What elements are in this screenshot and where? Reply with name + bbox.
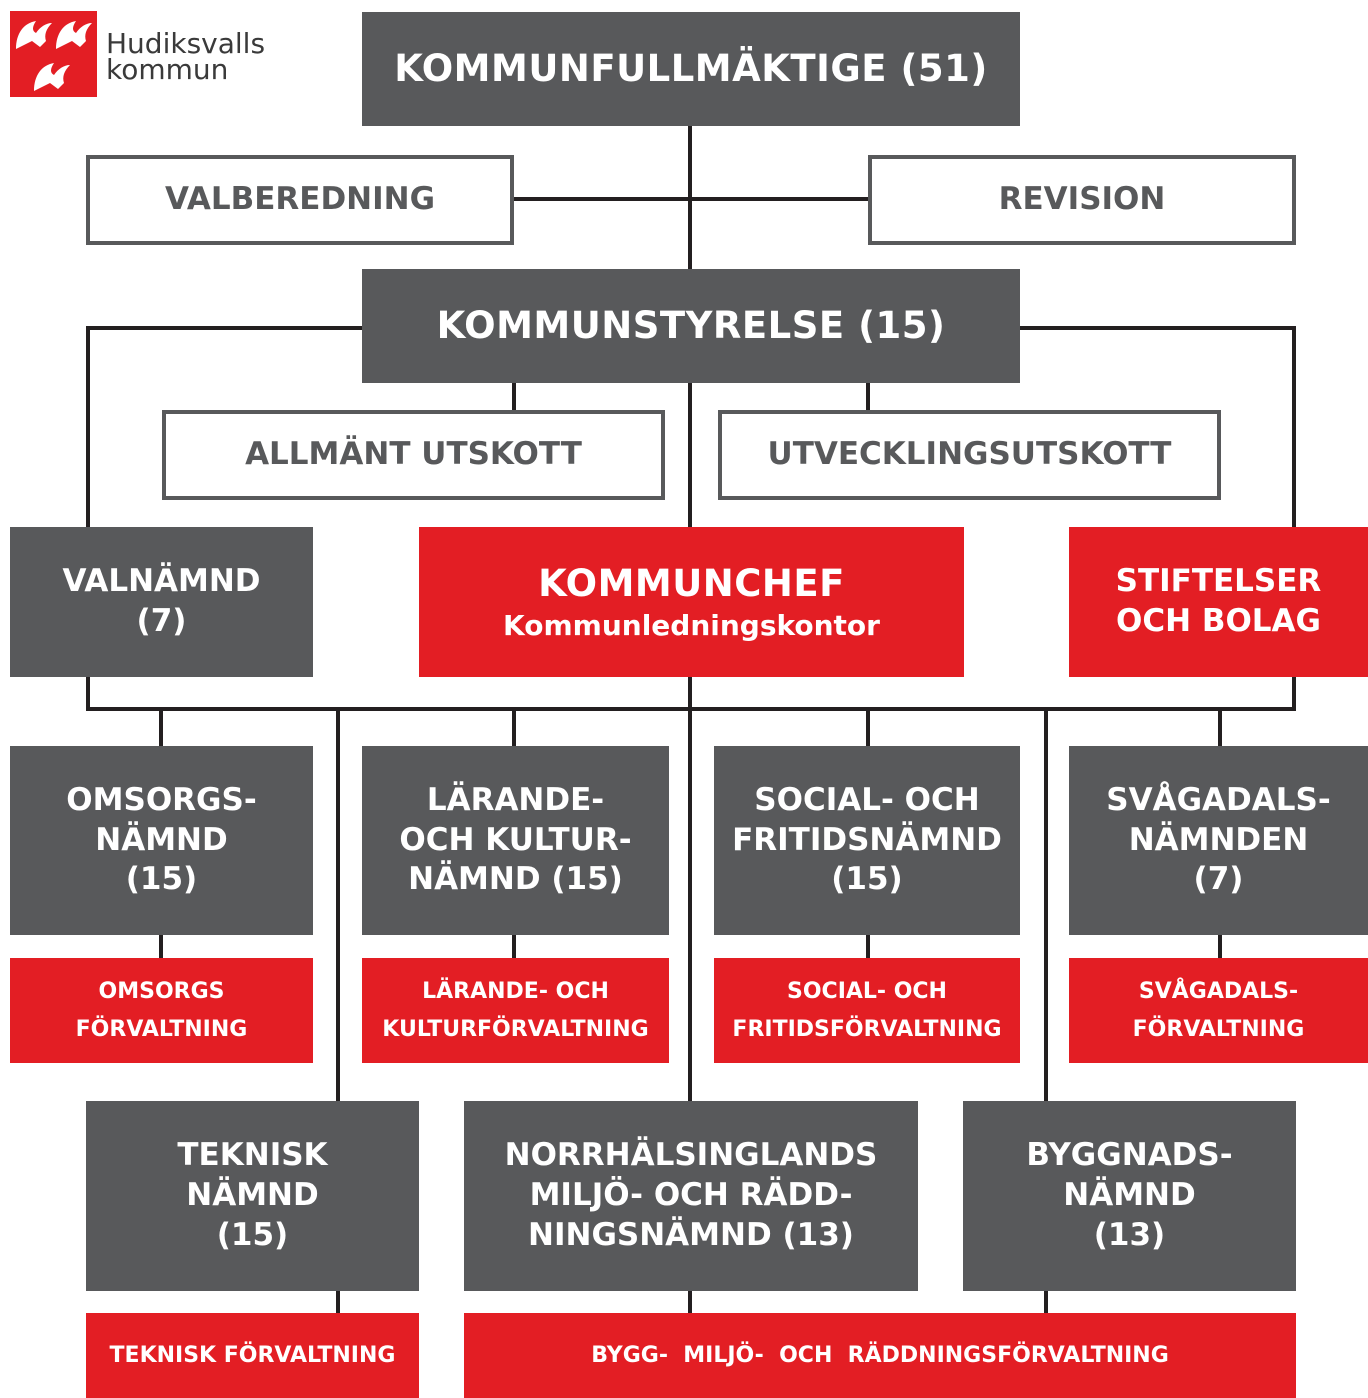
larande-forv-line-1: LÄRANDE- OCH <box>422 979 609 1005</box>
omsorg-forv-line-1: OMSORGS <box>98 979 225 1005</box>
allmant-utskott-box: ALLMÄNT UTSKOTT <box>162 410 665 500</box>
byggnad-line-1: BYGGNADS- <box>1026 1137 1233 1174</box>
svagadal-forv-line-1: SVÅGADALS- <box>1138 979 1299 1005</box>
social-line-2: FRITIDSNÄMND <box>732 821 1002 858</box>
allmant-utskott-label: ALLMÄNT UTSKOTT <box>245 436 582 473</box>
social-fritid-namnd-box: SOCIAL- OCH FRITIDSNÄMND (15) <box>714 746 1020 935</box>
teknisk-namnd-box: TEKNISK NÄMND (15) <box>86 1101 419 1291</box>
social-line-1: SOCIAL- OCH <box>754 781 980 818</box>
utvecklingsutskott-label: UTVECKLINGSUTSKOTT <box>767 436 1172 473</box>
omsorgsforvaltning-box: OMSORGS FÖRVALTNING <box>10 958 313 1063</box>
kommunchef-title: KOMMUNCHEF <box>538 562 845 606</box>
svagadal-forv-line-2: FÖRVALTNING <box>1132 1016 1305 1042</box>
kommunstyrelse-label: KOMMUNSTYRELSE (15) <box>436 304 946 348</box>
omsorgsnamnd-line-3: (15) <box>125 861 198 898</box>
larande-line-1: LÄRANDE- <box>426 781 605 818</box>
svagadalsnamnd-box: SVÅGADALS- NÄMNDEN (7) <box>1069 746 1368 935</box>
omsorgsnamnd-line-1: OMSORGS- <box>66 781 257 818</box>
social-forv-line-1: SOCIAL- OCH <box>787 979 947 1005</box>
teknisk-line-2: NÄMND <box>186 1177 319 1214</box>
goat-heads-icon <box>16 21 92 91</box>
social-line-3: (15) <box>831 861 903 898</box>
svagadal-line-3: (7) <box>1193 861 1244 898</box>
stiftelser-line-2: OCH BOLAG <box>1115 603 1321 639</box>
stiftelser-box: STIFTELSER OCH BOLAG <box>1069 527 1368 677</box>
valberedning-label: VALBEREDNING <box>164 181 436 218</box>
byggnad-line-3: (13) <box>1093 1216 1166 1253</box>
teknisk-line-3: (15) <box>216 1216 289 1253</box>
kommunchef-box: KOMMUNCHEF Kommunledningskontor <box>419 527 964 677</box>
larande-kultur-namnd-box: LÄRANDE- OCH KULTUR- NÄMND (15) <box>362 746 669 935</box>
larande-line-2: OCH KULTUR- <box>399 821 632 858</box>
svagadalsforvaltning-box: SVÅGADALS- FÖRVALTNING <box>1069 958 1368 1063</box>
kommunchef-subtitle: Kommunledningskontor <box>503 608 880 642</box>
omsorgsnamnd-box: OMSORGS- NÄMND (15) <box>10 746 313 935</box>
byggnadsnamnd-box: BYGGNADS- NÄMND (13) <box>963 1101 1296 1291</box>
valnamnd-line-1: VALNÄMND <box>62 563 261 600</box>
larande-line-3: NÄMND (15) <box>408 861 623 898</box>
valberedning-box: VALBEREDNING <box>86 155 514 245</box>
revision-label: REVISION <box>998 181 1166 218</box>
valnamnd-box: VALNÄMND (7) <box>10 527 313 677</box>
norrhals-line-2: MILJÖ- OCH RÄDD- <box>529 1177 853 1214</box>
norrhals-line-3: NINGSNÄMND (13) <box>528 1216 854 1253</box>
teknisk-forvaltning-box: TEKNISK FÖRVALTNING <box>86 1313 419 1398</box>
logo-line-1: Hudiksvalls <box>106 27 266 60</box>
svagadal-line-2: NÄMNDEN <box>1128 821 1309 858</box>
bygg-miljo-raddningsforvaltning-box: BYGG- MILJÖ- OCH RÄDDNINGSFÖRVALTNING <box>464 1313 1296 1398</box>
omsorgsnamnd-line-2: NÄMND <box>95 821 228 858</box>
revision-box: REVISION <box>868 155 1296 245</box>
hudiksvall-logo <box>10 11 97 97</box>
norrhalsinglands-namnd-box: NORRHÄLSINGLANDS MILJÖ- OCH RÄDD- NINGSN… <box>464 1101 918 1291</box>
larande-forv-line-2: KULTURFÖRVALTNING <box>382 1016 649 1042</box>
omsorg-forv-line-2: FÖRVALTNING <box>75 1016 248 1042</box>
social-forv-line-2: FRITIDSFÖRVALTNING <box>732 1016 1002 1042</box>
logo-line-2: kommun <box>106 53 229 86</box>
norrhals-line-1: NORRHÄLSINGLANDS <box>504 1137 878 1174</box>
social-fritidsforvaltning-box: SOCIAL- OCH FRITIDSFÖRVALTNING <box>714 958 1020 1063</box>
teknisk-forv-label: TEKNISK FÖRVALTNING <box>109 1342 396 1368</box>
kommunstyrelse-box: KOMMUNSTYRELSE (15) <box>362 269 1020 383</box>
teknisk-line-1: TEKNISK <box>177 1137 328 1174</box>
utvecklingsutskott-box: UTVECKLINGSUTSKOTT <box>718 410 1221 500</box>
svagadal-line-1: SVÅGADALS- <box>1106 781 1331 818</box>
bygg-forv-label: BYGG- MILJÖ- OCH RÄDDNINGSFÖRVALTNING <box>591 1342 1169 1368</box>
kommunfullmaktige-box: KOMMUNFULLMÄKTIGE (51) <box>362 12 1020 126</box>
kommunfullmaktige-label: KOMMUNFULLMÄKTIGE (51) <box>394 47 988 91</box>
byggnad-line-2: NÄMND <box>1063 1177 1196 1214</box>
valnamnd-line-2: (7) <box>136 603 187 639</box>
logo-text: Hudiksvalls kommun <box>106 27 266 86</box>
stiftelser-line-1: STIFTELSER <box>1115 563 1322 600</box>
larande-kulturforvaltning-box: LÄRANDE- OCH KULTURFÖRVALTNING <box>362 958 669 1063</box>
